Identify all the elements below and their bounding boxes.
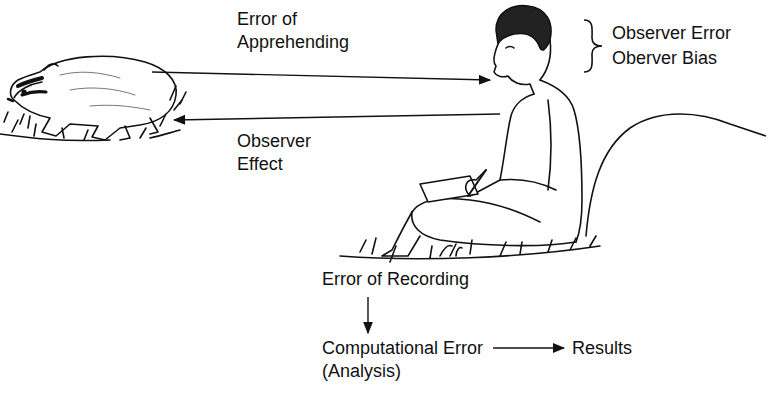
flow-arrow xyxy=(367,297,368,333)
node-text: Error of Recording xyxy=(322,268,469,291)
badger-figure xyxy=(0,56,186,140)
node-text: Results xyxy=(572,337,632,360)
text-node: Error of Recording xyxy=(322,268,469,291)
flow-arrow xyxy=(493,347,564,348)
effect-arrow xyxy=(174,114,500,120)
text-node: Results xyxy=(572,337,632,360)
annotation-label: Observer Error xyxy=(612,22,731,45)
annotation-label: Error of Apprehending xyxy=(237,8,377,54)
node-text: Computational Error (Analysis) xyxy=(322,337,518,383)
apprehending-arrow xyxy=(152,72,490,80)
annotation-label: Oberver Bias xyxy=(612,47,717,70)
observer-figure xyxy=(340,6,766,262)
annotation-label: Observer Effect xyxy=(237,130,337,176)
text-node: Computational Error (Analysis) xyxy=(322,337,518,383)
bracket xyxy=(584,20,602,72)
